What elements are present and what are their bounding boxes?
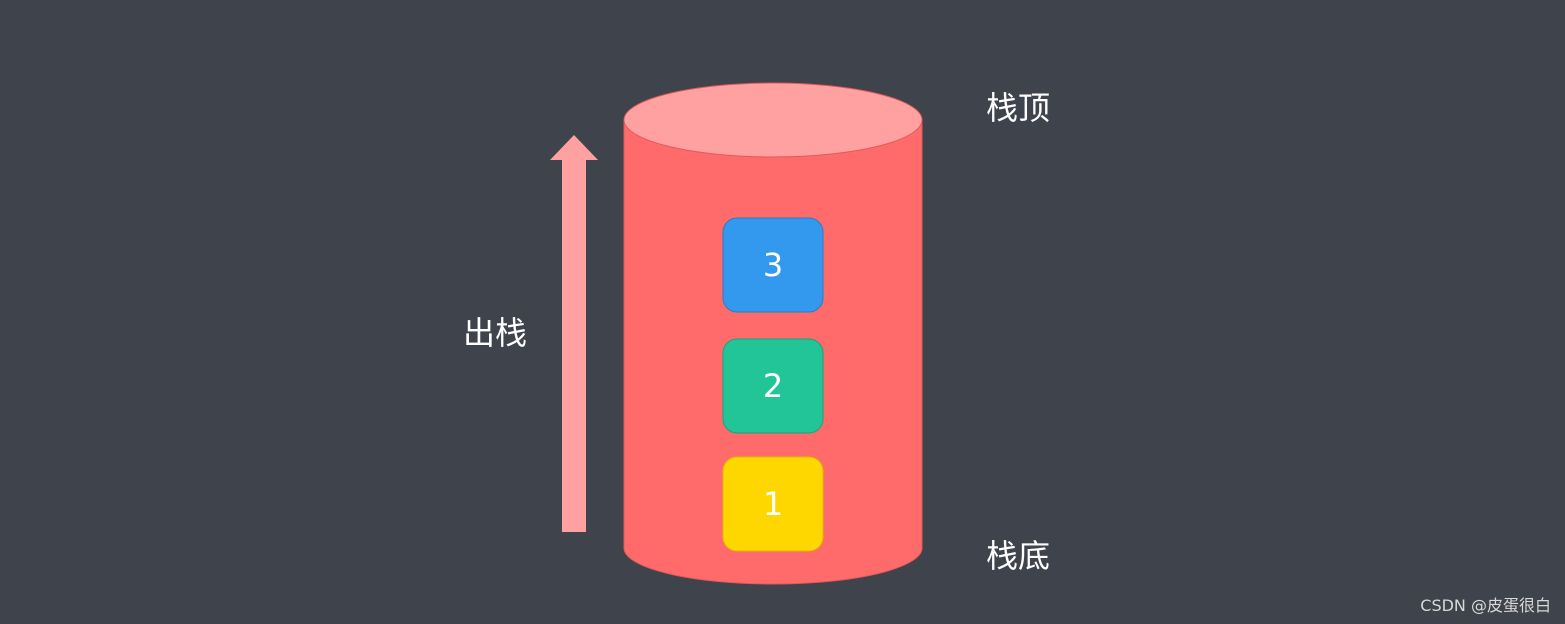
stack-element-2 — [722, 338, 824, 434]
pop-arrow-icon — [550, 135, 598, 532]
cylinder-top — [623, 82, 923, 158]
stack-element-3 — [722, 217, 824, 313]
stack-element-1-label: 1 — [762, 485, 784, 523]
stack-bottom-label: 栈底 — [986, 537, 1051, 575]
watermark: CSDN @皮蛋很白 — [1420, 596, 1551, 615]
stack-element-1 — [722, 456, 824, 552]
pop-label: 出栈 — [463, 314, 528, 352]
stack-top-label: 栈顶 — [986, 89, 1051, 127]
stack-element-3-label: 3 — [762, 246, 784, 284]
stack-element-2-label: 2 — [762, 367, 784, 405]
